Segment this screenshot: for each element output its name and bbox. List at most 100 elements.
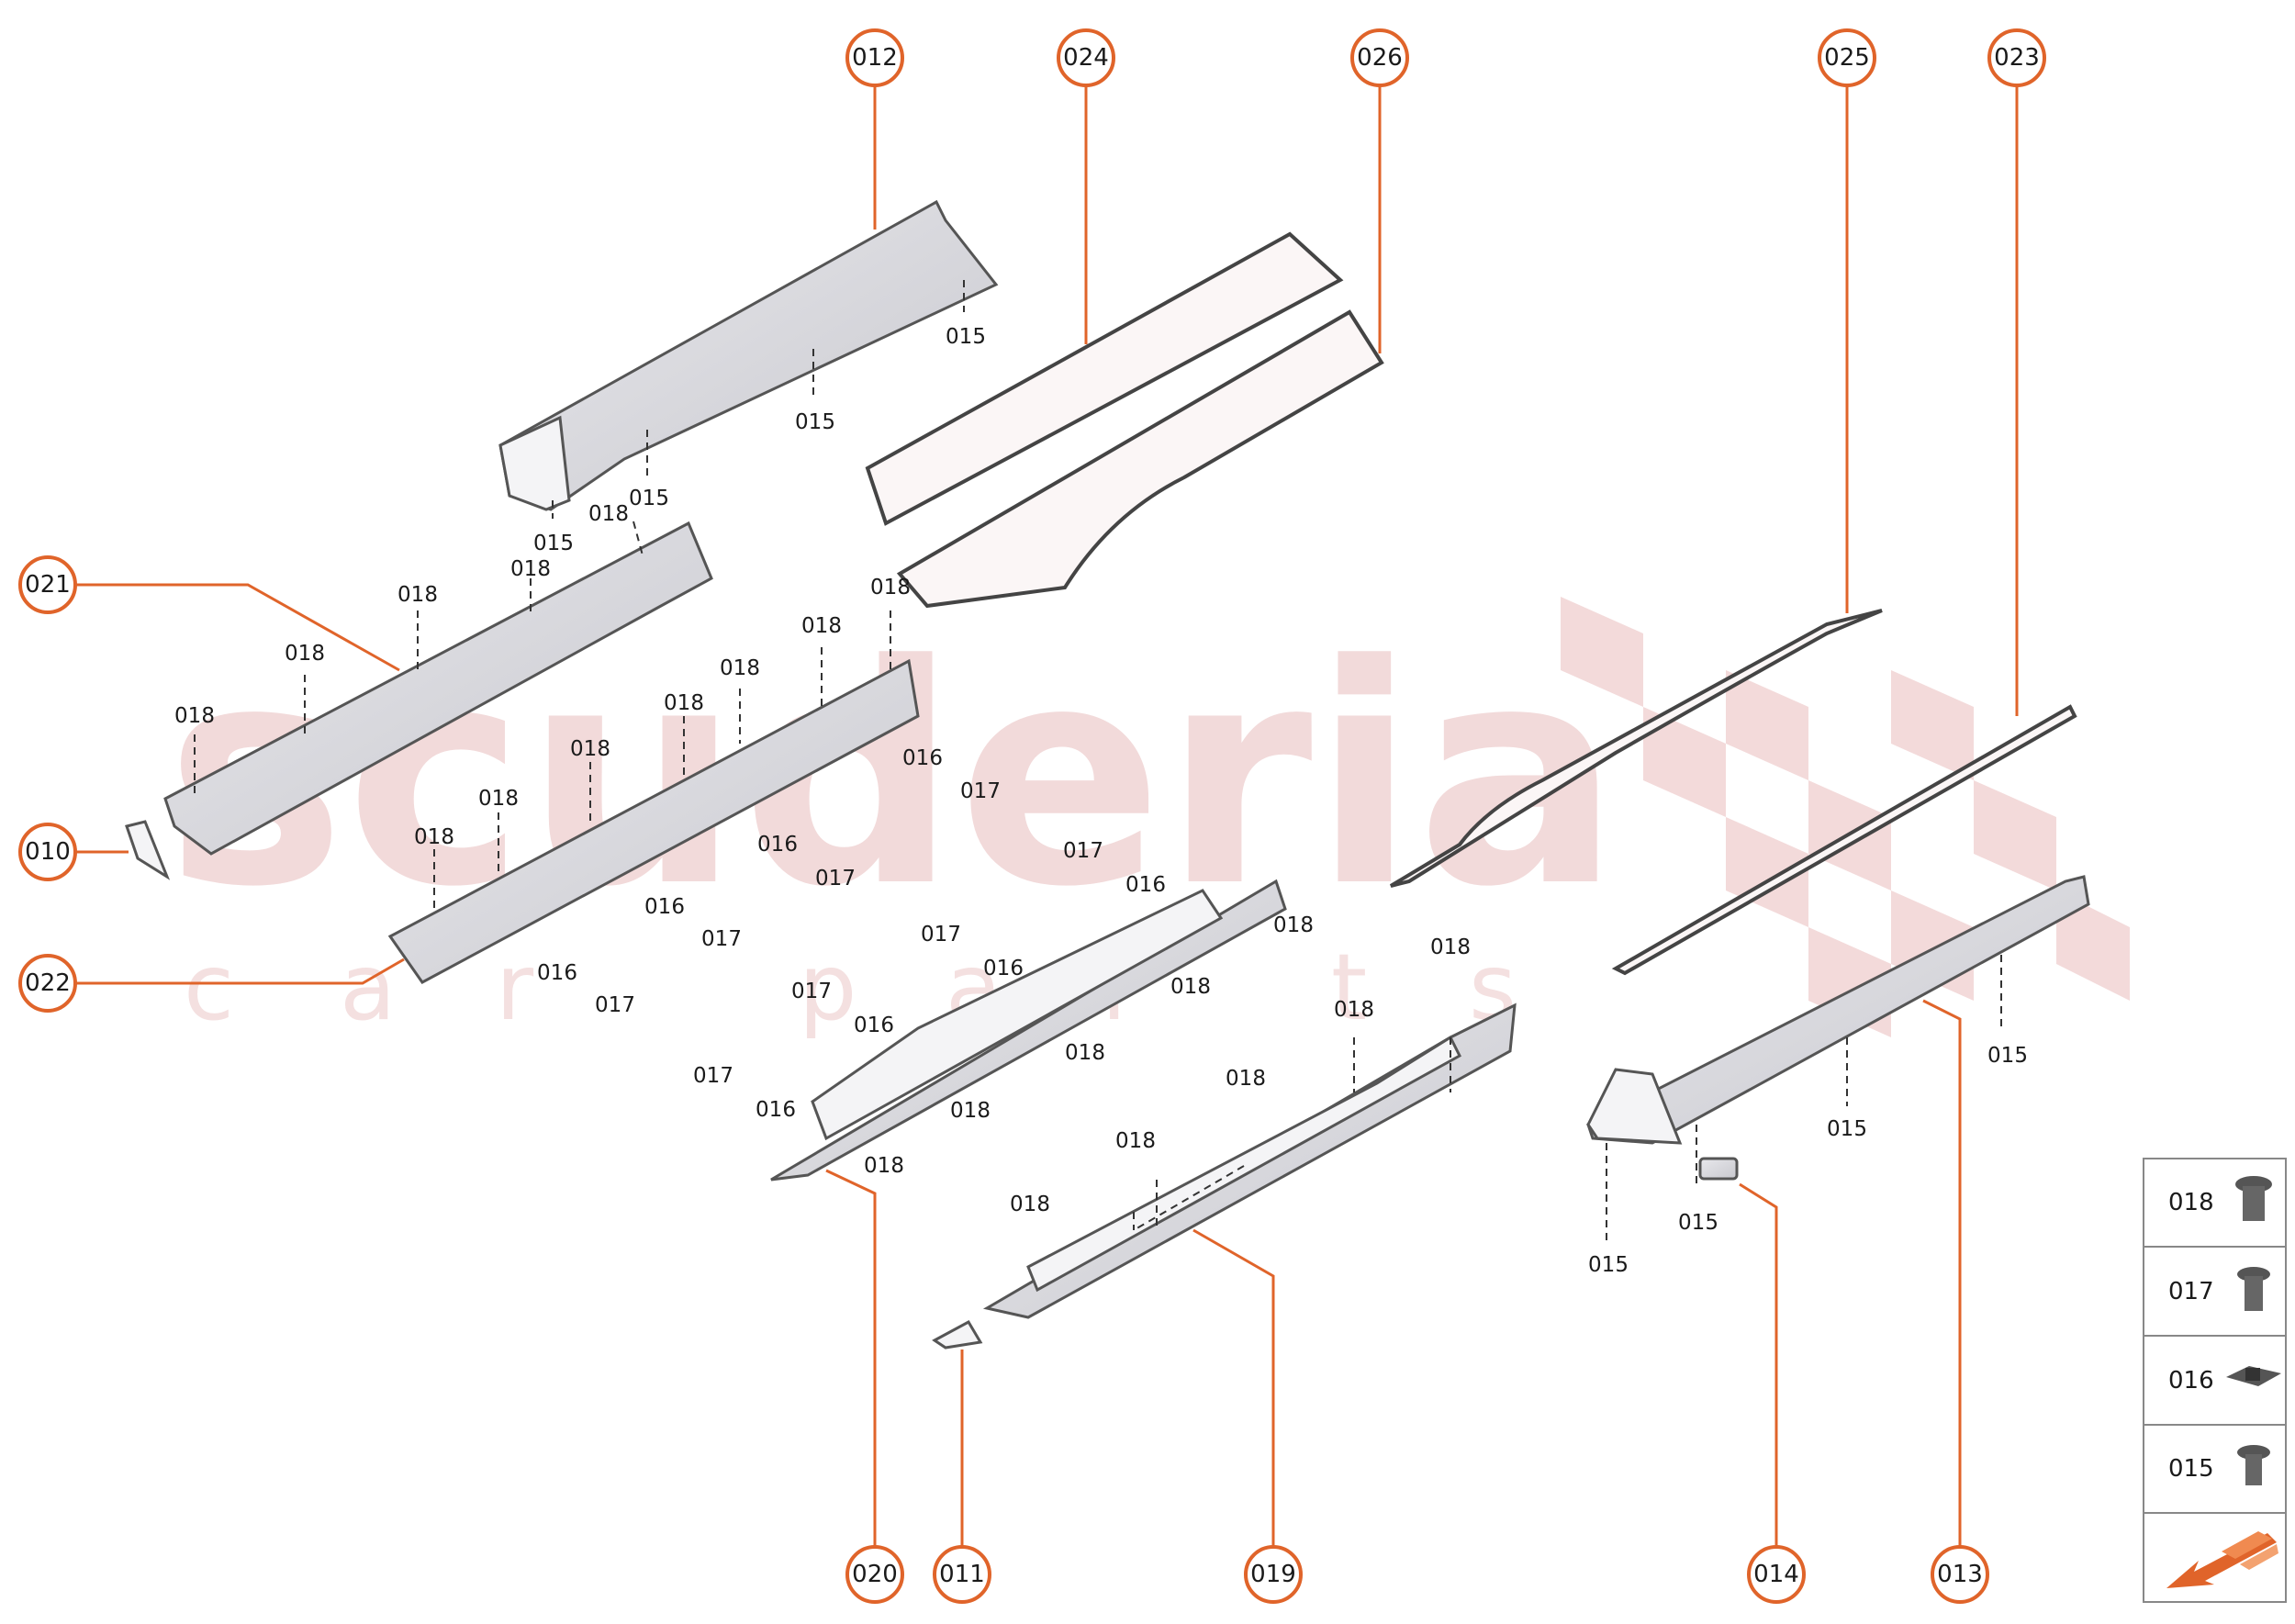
sub-label: 015 [533, 532, 574, 555]
part-010-end-cap[interactable] [125, 820, 171, 880]
part-019-top [1026, 1035, 1461, 1293]
sub-label: 015 [1588, 1253, 1629, 1277]
part-011-end-cap[interactable] [932, 1319, 983, 1350]
callout-label: 013 [1937, 1561, 1983, 1588]
sub-label: 018 [1334, 998, 1374, 1022]
sub-label: 017 [921, 923, 961, 946]
legend-item-016[interactable]: 016 [2168, 1366, 2281, 1394]
watermark-letter: t [1331, 934, 1367, 1041]
callout-label: 011 [939, 1561, 985, 1588]
orientation-arrow-icon[interactable] [2166, 1531, 2278, 1588]
part-022-inner-sill[interactable] [387, 658, 920, 984]
sub-label: 018 [870, 576, 911, 599]
callout-022[interactable]: 022 [18, 954, 77, 1013]
callout-label: 012 [852, 44, 898, 72]
sub-label: 018 [510, 557, 551, 581]
callout-024[interactable]: 024 [1057, 28, 1115, 87]
watermark-checker-flag [1561, 597, 2130, 1037]
sub-label: 017 [595, 993, 635, 1017]
sub-label: 018 [570, 737, 610, 761]
screw-icon [2237, 1267, 2270, 1311]
legend-item-015[interactable]: 015 [2168, 1445, 2270, 1485]
callout-020[interactable]: 020 [845, 1545, 904, 1604]
sub-label: 015 [1827, 1117, 1867, 1141]
sub-label: 018 [174, 704, 215, 728]
sub-label: 017 [693, 1064, 733, 1088]
callout-025[interactable]: 025 [1818, 28, 1876, 87]
sub-label: 016 [757, 833, 798, 857]
sub-label: 018 [1273, 913, 1314, 937]
callout-012[interactable]: 012 [845, 28, 904, 87]
sub-label: 017 [960, 779, 1001, 803]
legend-code: 017 [2168, 1278, 2214, 1305]
sub-label: 018 [1430, 935, 1471, 959]
sub-label: 018 [1170, 975, 1211, 999]
callout-label: 026 [1357, 44, 1403, 72]
callout-label: 010 [25, 838, 71, 866]
parts [125, 199, 2090, 1350]
sub-label: 016 [983, 957, 1024, 980]
legend-code: 015 [2168, 1455, 2214, 1483]
callout-label: 022 [25, 969, 71, 997]
callout-label: 021 [25, 571, 71, 599]
sub-label: 015 [1678, 1211, 1718, 1235]
sub-label: 016 [902, 746, 943, 770]
sub-label: 018 [414, 825, 454, 849]
sub-label: 018 [950, 1099, 991, 1123]
sub-label: 015 [946, 325, 986, 349]
screw-icon [2237, 1445, 2270, 1485]
callouts: 012 024 026 025 023 021 010 022 020 011 … [18, 28, 2046, 1604]
screw-icon [2235, 1176, 2272, 1221]
sub-label: 018 [478, 787, 519, 811]
legend-item-018[interactable]: 018 [2168, 1176, 2272, 1221]
sub-label: 018 [1010, 1193, 1050, 1216]
sub-label: 016 [644, 895, 685, 919]
watermark-letter: c [184, 934, 234, 1041]
callout-label: 025 [1824, 44, 1870, 72]
callout-013[interactable]: 013 [1931, 1545, 1989, 1604]
leader-dashes [194, 280, 2002, 1244]
callout-010[interactable]: 010 [18, 823, 77, 881]
callout-019[interactable]: 019 [1244, 1545, 1303, 1604]
sub-label: 016 [756, 1098, 796, 1122]
sub-label: 018 [720, 656, 760, 680]
part-025-strip[interactable] [1389, 609, 1883, 888]
sub-labels: 015 015 015 015 018 018 018 018 018 018 … [174, 325, 2028, 1277]
part-021-trim[interactable] [163, 521, 713, 856]
sub-label: 015 [629, 487, 669, 510]
sub-label: 015 [795, 410, 835, 434]
legend-item-017[interactable]: 017 [2168, 1267, 2270, 1311]
sub-label: 018 [801, 614, 842, 638]
watermark-sub: c a r p a r t s [184, 934, 1517, 1041]
sub-label: 018 [285, 642, 325, 666]
callout-label: 019 [1250, 1561, 1296, 1588]
callout-011[interactable]: 011 [933, 1545, 991, 1604]
sub-label: 018 [397, 583, 438, 607]
sub-label: 018 [664, 691, 704, 715]
part-023-strip[interactable] [1611, 704, 2077, 976]
watermark-letter: p [799, 934, 856, 1041]
legend-code: 018 [2168, 1189, 2214, 1216]
sub-label: 017 [791, 980, 832, 1003]
sub-label: 017 [1063, 839, 1103, 863]
sub-label: 018 [1226, 1067, 1266, 1091]
part-013-sill-cover[interactable] [1586, 875, 2090, 1145]
callout-021[interactable]: 021 [18, 555, 77, 614]
callout-023[interactable]: 023 [1987, 28, 2046, 87]
callout-026[interactable]: 026 [1350, 28, 1409, 87]
sub-label: 018 [1115, 1129, 1156, 1153]
callout-014[interactable]: 014 [1747, 1545, 1806, 1604]
part-014-clip[interactable] [1698, 1157, 1739, 1181]
callout-label: 020 [852, 1561, 898, 1588]
part-024-strip[interactable] [865, 231, 1344, 526]
watermark: scuderia c a r p a r t s [165, 597, 2130, 1041]
watermark-letter: a [340, 934, 396, 1041]
sub-label: 018 [588, 502, 629, 526]
callout-label: 014 [1753, 1561, 1799, 1588]
part-012-end-face [498, 415, 571, 511]
part-020-upper [811, 889, 1224, 1141]
callout-label: 023 [1994, 44, 2040, 72]
watermark-brand: scuderia [165, 600, 1621, 953]
part-026-strip[interactable] [896, 309, 1384, 609]
